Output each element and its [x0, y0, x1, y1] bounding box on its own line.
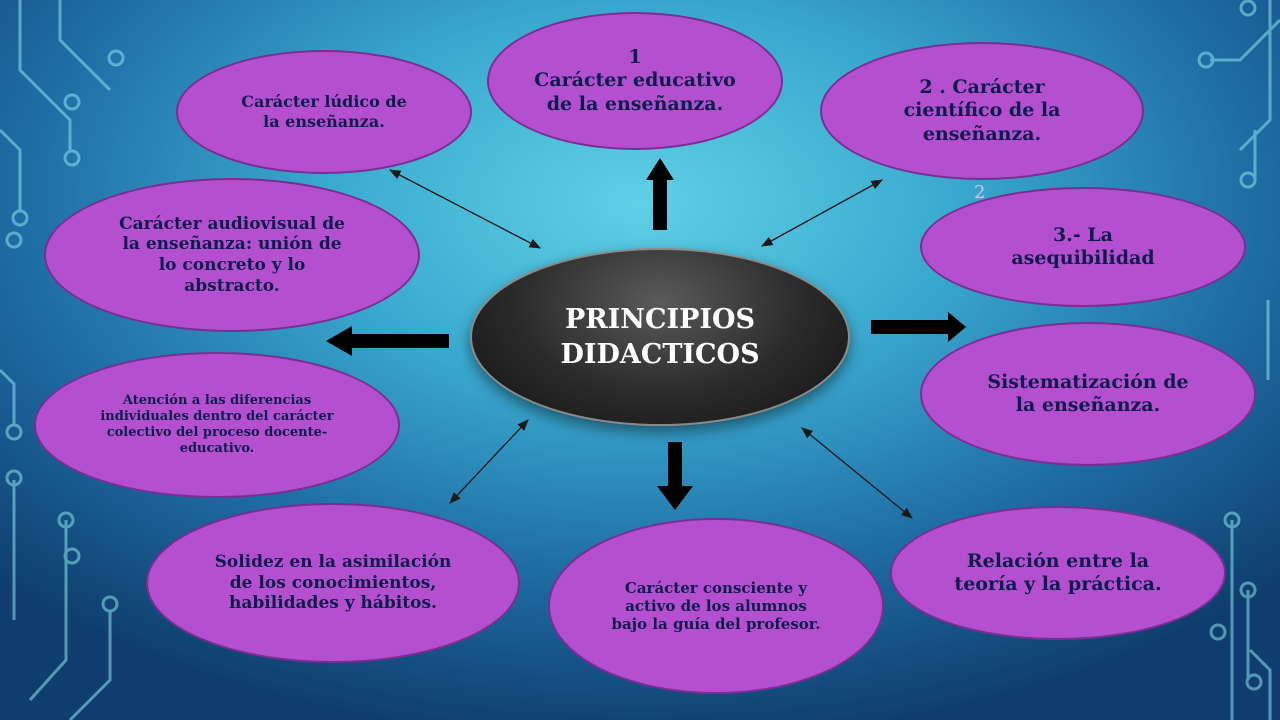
block-arrow-right [871, 312, 966, 342]
center-principios-didacticos: PRINCIPIOS DIDACTICOS [470, 248, 850, 426]
node-caracter-cientifico: 2 . Carácter científico de la enseñanza. [820, 42, 1144, 180]
block-arrow-left [326, 326, 449, 356]
link-teoria [801, 427, 913, 519]
link-ludico [388, 169, 542, 249]
node-teoria-practica: Relación entre la teoría y la práctica. [890, 506, 1226, 640]
block-arrow-up [646, 158, 674, 230]
link-diferencias [449, 419, 529, 504]
stray-number: 2 [974, 182, 986, 203]
node-caracter-audiovisual: Carácter audiovisual de la enseñanza: un… [44, 178, 420, 332]
node-solidez: Solidez en la asimilación de los conocim… [146, 503, 520, 663]
node-caracter-consciente: Carácter consciente y activo de los alum… [548, 518, 884, 694]
node-caracter-educativo: 1 Carácter educativo de la enseñanza. [487, 12, 783, 150]
node-asequibilidad: 3.- La asequibilidad [920, 187, 1246, 307]
node-diferencias-individuales: Atención a las diferencias individuales … [34, 352, 400, 498]
node-caracter-ludico: Carácter lúdico de la enseñanza. [176, 50, 472, 174]
node-sistematizacion: Sistematización de la enseñanza. [920, 322, 1256, 466]
link-cientifico [760, 179, 884, 247]
block-arrow-down [657, 442, 693, 510]
